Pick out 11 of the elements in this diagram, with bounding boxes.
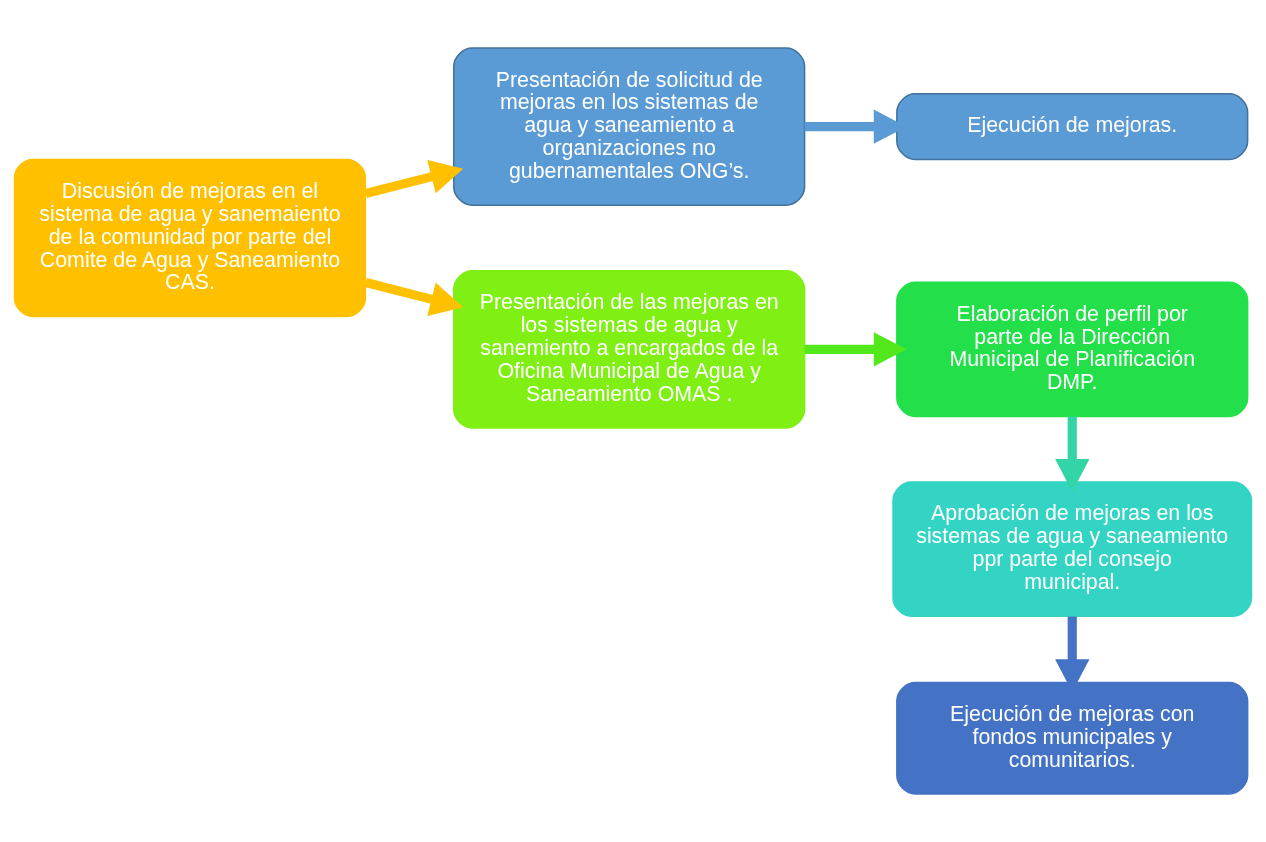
node-box: Ejecución de mejoras. — [896, 93, 1249, 161]
arrow — [804, 332, 907, 367]
node-box: Discusión de mejoras en el sistema de agua y sanemaiento de la comunidad por parte del Comite de Agua y Saneamiento CAS. — [13, 158, 367, 318]
node-box: Aprobación de mejoras en los sistemas de agua y saneamiento ppr parte del consejo municipal. — [892, 481, 1253, 617]
node-box: Ejecución de mejoras con fondos municipales y comunitarios. — [896, 681, 1249, 795]
node-box: Elaboración de perfil por parte de la Dirección Municipal de Planificación DMP. — [896, 281, 1249, 418]
arrow — [364, 278, 464, 316]
arrow — [364, 160, 464, 198]
arrow — [1055, 416, 1090, 492]
node-box: Presentación de las mejoras en los sistemas de agua y sanemiento a encargados de la Oficina Municipal de Agua y Saneamiento OMAS . — [453, 270, 806, 429]
node-box: Presentación de solicitud de mejoras en los sistemas de agua y saneamiento a organizaciones no gubernamentales ONG’s. — [453, 47, 806, 206]
